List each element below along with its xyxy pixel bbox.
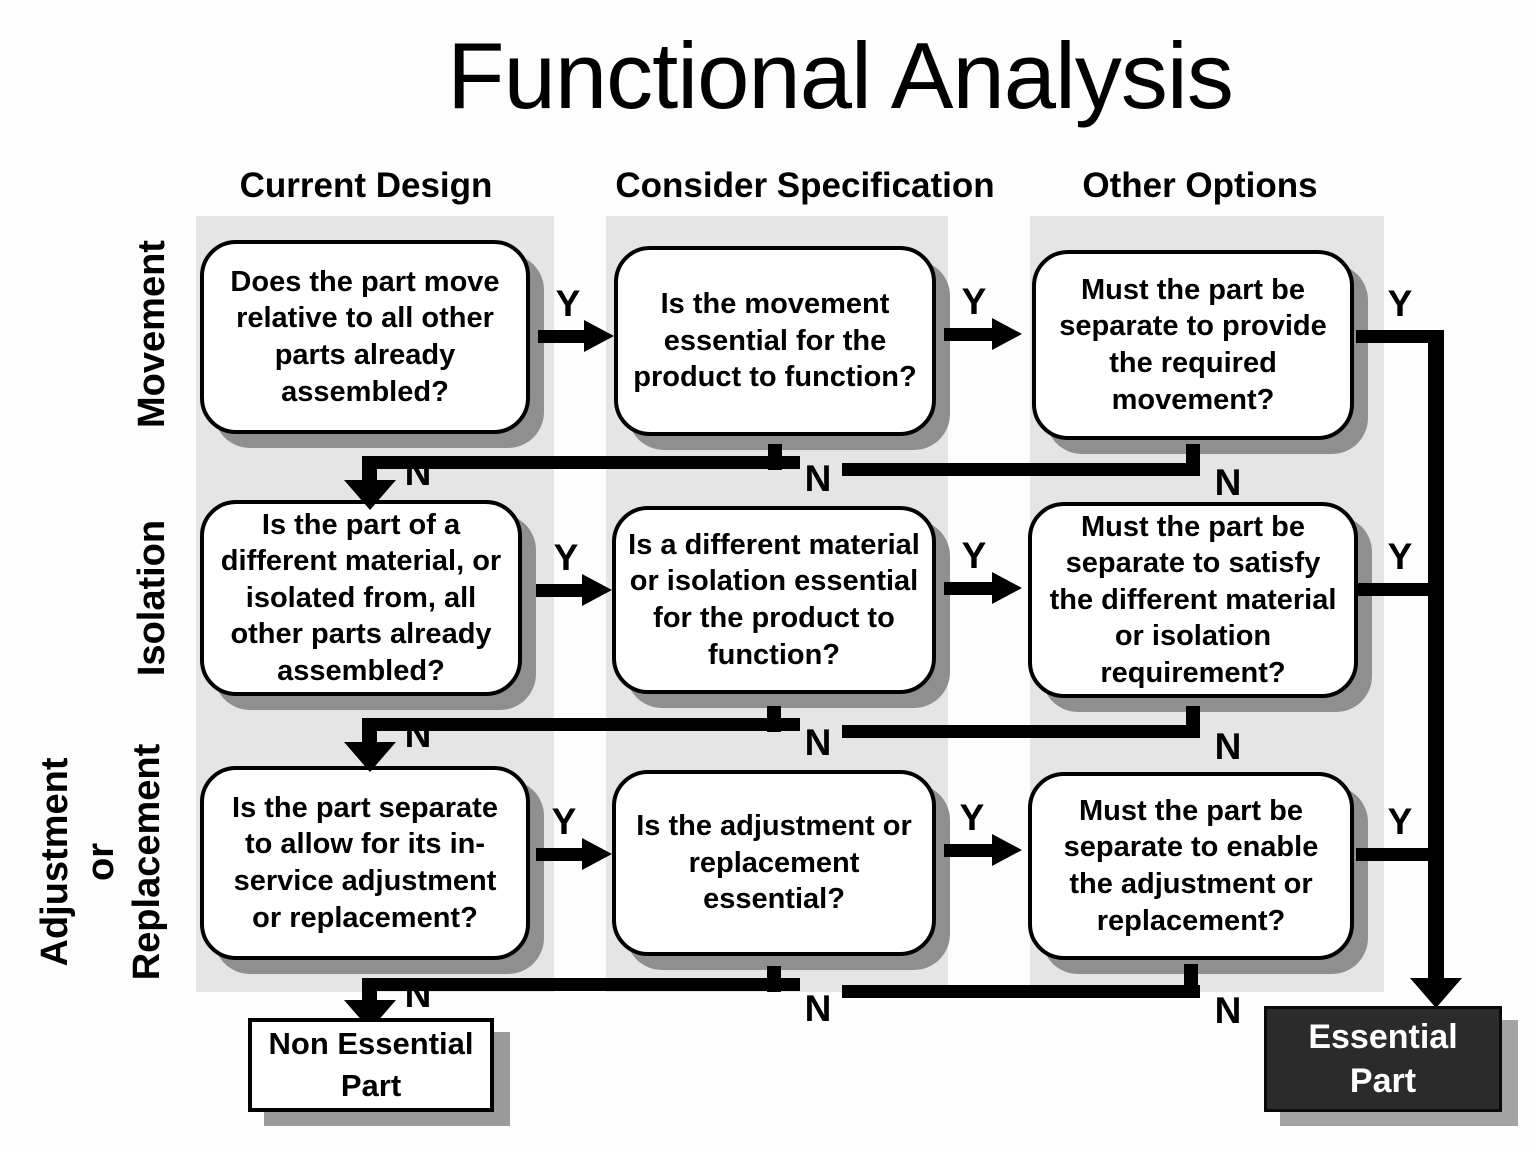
yes-arrowhead-icon	[582, 838, 612, 870]
terminal-non-essential-part: Non Essential Part	[248, 1018, 494, 1112]
no-line-right	[842, 725, 1200, 738]
decision-box-movement-consider-specification: Is the movement essential for the produc…	[614, 246, 936, 436]
row-label-line: Replacement	[126, 743, 168, 981]
yes-arrow-shaft	[536, 848, 586, 861]
edge-label-no: N	[804, 988, 832, 1029]
yes-arrowhead-icon	[992, 318, 1022, 350]
edge-label-no: N	[804, 458, 832, 499]
yes-arrowhead-icon	[992, 572, 1022, 604]
terminal-text-line: Non Essential	[268, 1026, 474, 1062]
decision-box-movement-other-options: Must the part be separate to provide the…	[1032, 250, 1354, 440]
edge-label-no: N	[804, 722, 832, 763]
terminal-essential-part: Essential Part	[1264, 1006, 1502, 1112]
yes-arrow-shaft	[538, 330, 588, 343]
decision-box-movement-current-design: Does the part move relative to all other…	[200, 240, 530, 434]
yes-arrowhead-icon	[584, 320, 614, 352]
edge-label-yes: Y	[961, 281, 987, 322]
terminal-text-line: Essential	[1308, 1017, 1458, 1056]
decision-box-adjustment-current-design: Is the part separate to allow for its in…	[200, 766, 530, 960]
edge-label-no: N	[1214, 726, 1242, 767]
edge-label-no: N	[404, 974, 432, 1015]
no-line-left	[362, 456, 800, 469]
decision-box-isolation-consider-specification: Is a different material or isolation ess…	[612, 506, 936, 694]
edge-label-yes: Y	[961, 535, 987, 576]
yes-arrow-shaft	[536, 584, 586, 597]
decision-box-adjustment-other-options: Must the part be separate to enable the …	[1028, 772, 1354, 960]
no-elbow	[362, 456, 377, 484]
edge-label-no: N	[404, 452, 432, 493]
yes-line-to-essential	[1356, 848, 1444, 861]
edge-label-no: N	[1214, 990, 1242, 1031]
no-line-right	[842, 463, 1200, 476]
decision-box-isolation-other-options: Must the part be separate to satisfy the…	[1028, 502, 1358, 698]
edge-label-yes: Y	[959, 797, 985, 838]
no-elbow	[362, 718, 377, 746]
essential-trunk-line	[1428, 330, 1444, 982]
row-label-movement: Movement	[131, 240, 173, 428]
edge-label-yes: Y	[555, 283, 581, 324]
yes-line-to-essential	[1356, 330, 1444, 343]
edge-label-no: N	[404, 714, 432, 755]
row-label-line: or	[80, 843, 122, 881]
yes-line-to-essential	[1358, 583, 1444, 596]
yes-arrowhead-icon	[992, 834, 1022, 866]
down-arrowhead-essential-icon	[1410, 978, 1462, 1008]
decision-box-text: Is the movement essential for the produc…	[633, 288, 917, 394]
column-header-current-design: Current Design	[239, 166, 493, 205]
decision-box-adjustment-consider-specification: Is the adjustment or replacement essenti…	[612, 770, 936, 956]
yes-arrowhead-icon	[582, 574, 612, 606]
edge-label-yes: Y	[1387, 801, 1413, 842]
decision-box-text: Is the part separate to allow for its in…	[232, 791, 498, 934]
column-header-consider-specification: Consider Specification	[615, 166, 995, 205]
row-label-adjustment-or-replacement: Adjustment or Replacement	[32, 692, 182, 1032]
no-elbow	[362, 978, 377, 1004]
edge-label-yes: Y	[1387, 283, 1413, 324]
terminal-text-line: Part	[340, 1068, 402, 1103]
edge-label-yes: Y	[553, 537, 579, 578]
row-label-line: Adjustment	[34, 757, 76, 967]
yes-arrow-shaft	[944, 844, 996, 857]
no-line-right	[842, 985, 1200, 998]
terminal-text-line: Part	[1349, 1062, 1417, 1100]
page-title: Functional Analysis	[447, 23, 1234, 128]
decision-box-text: Is the adjustment or replacement essenti…	[636, 810, 912, 916]
edge-label-yes: Y	[551, 801, 577, 842]
no-line-left	[362, 718, 800, 731]
column-header-other-options: Other Options	[1082, 166, 1318, 205]
decision-box-text: Is the part of a different material, or …	[220, 508, 502, 687]
decision-box-text: Must the part be separate to satisfy the…	[1049, 510, 1337, 689]
decision-box-text: Does the part move relative to all other…	[230, 265, 500, 408]
decision-box-text: Must the part be separate to provide the…	[1059, 273, 1327, 416]
down-arrowhead-icon	[344, 480, 396, 510]
decision-box-text: Must the part be separate to enable the …	[1063, 794, 1319, 937]
decision-box-text: Is a different material or isolation ess…	[628, 528, 920, 671]
edge-label-no: N	[1214, 462, 1242, 503]
yes-arrow-shaft	[944, 328, 996, 341]
no-line-left	[362, 978, 800, 991]
edge-label-yes: Y	[1387, 536, 1413, 577]
yes-arrow-shaft	[944, 582, 996, 595]
decision-box-isolation-current-design: Is the part of a different material, or …	[200, 500, 522, 696]
down-arrowhead-icon	[344, 742, 396, 772]
